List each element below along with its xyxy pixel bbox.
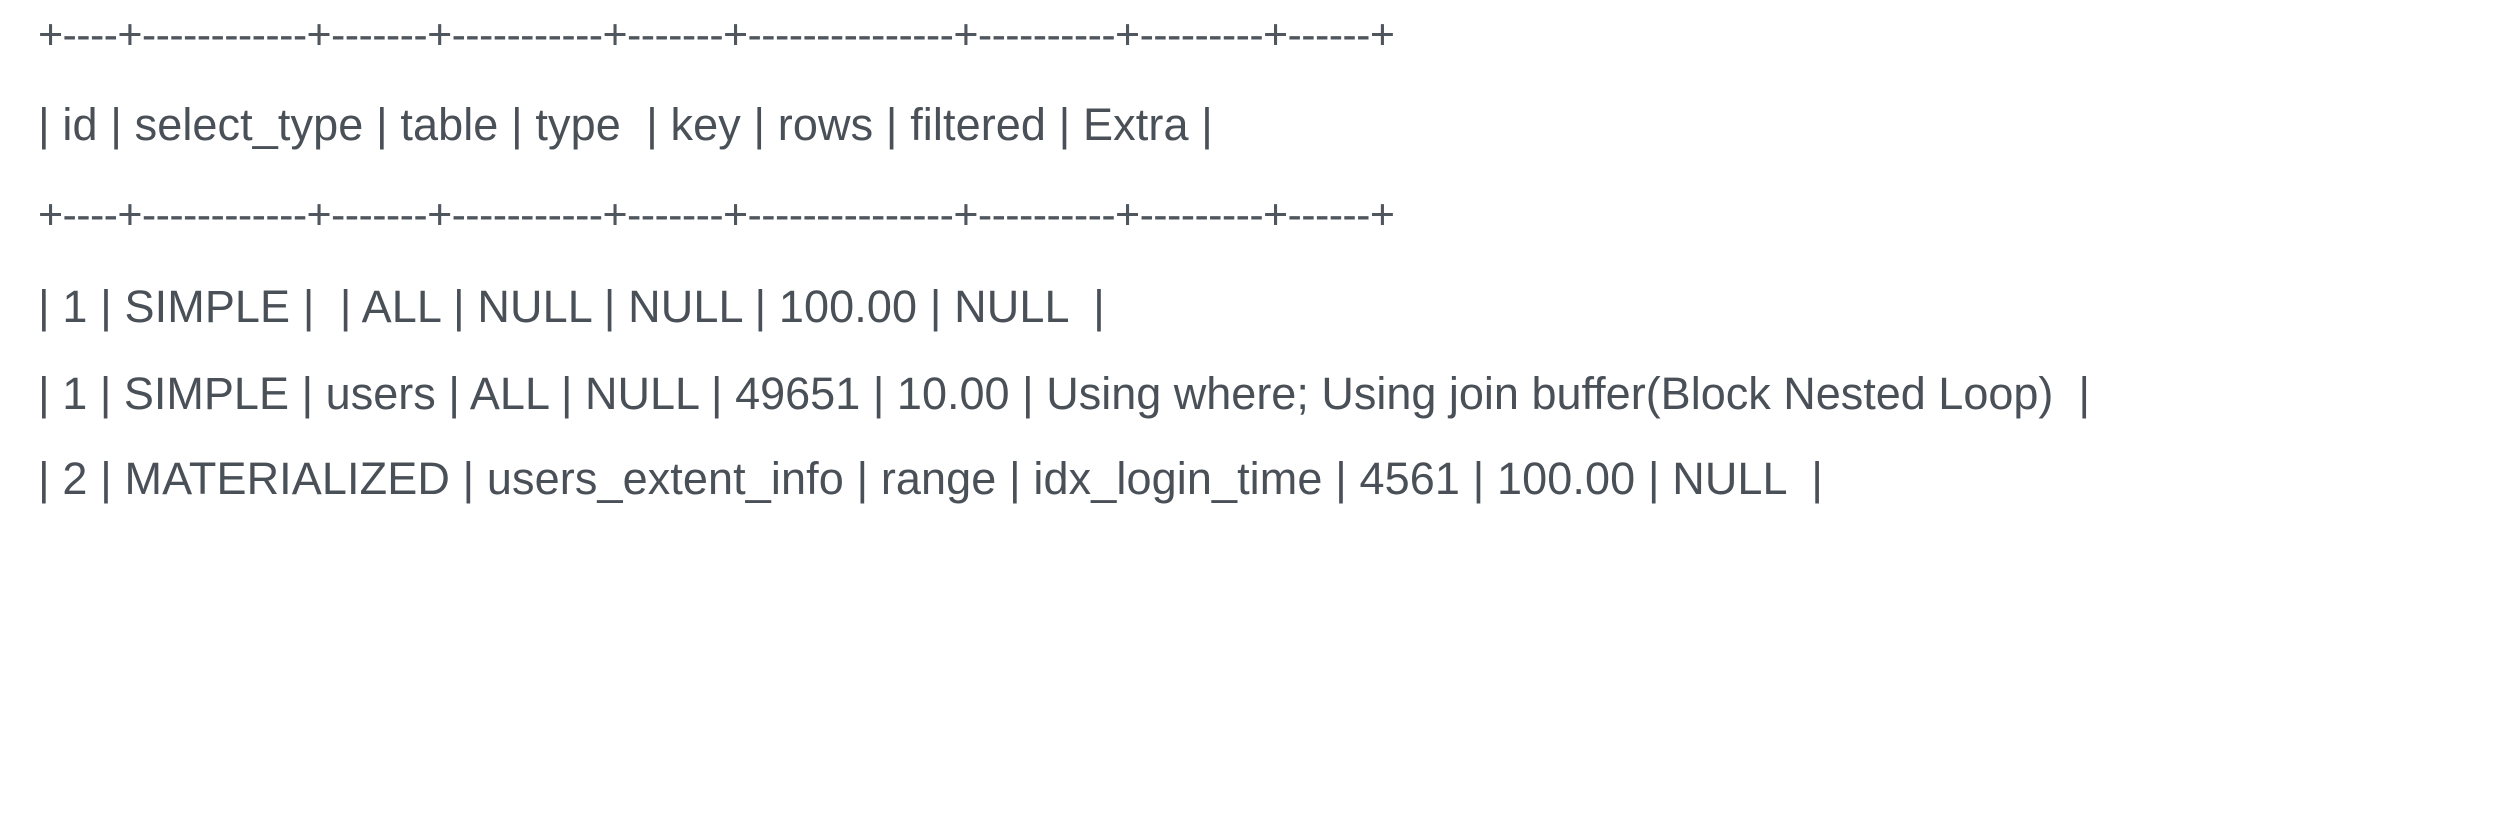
- table-header-row: | id | select_type | table | type | key …: [38, 99, 1213, 150]
- table-rule-top: +----+------------+-------+-----------+-…: [38, 11, 1395, 57]
- table-rule-middle: +----+------------+-------+-----------+-…: [38, 191, 1395, 237]
- table-row: | 2 | MATERIALIZED | users_extent_info |…: [38, 453, 1823, 505]
- table-row: | 1 | SIMPLE | users | ALL | NULL | 4965…: [38, 368, 2091, 419]
- table-row: | 1 | SIMPLE | | ALL | NULL | NULL | 100…: [38, 281, 1105, 332]
